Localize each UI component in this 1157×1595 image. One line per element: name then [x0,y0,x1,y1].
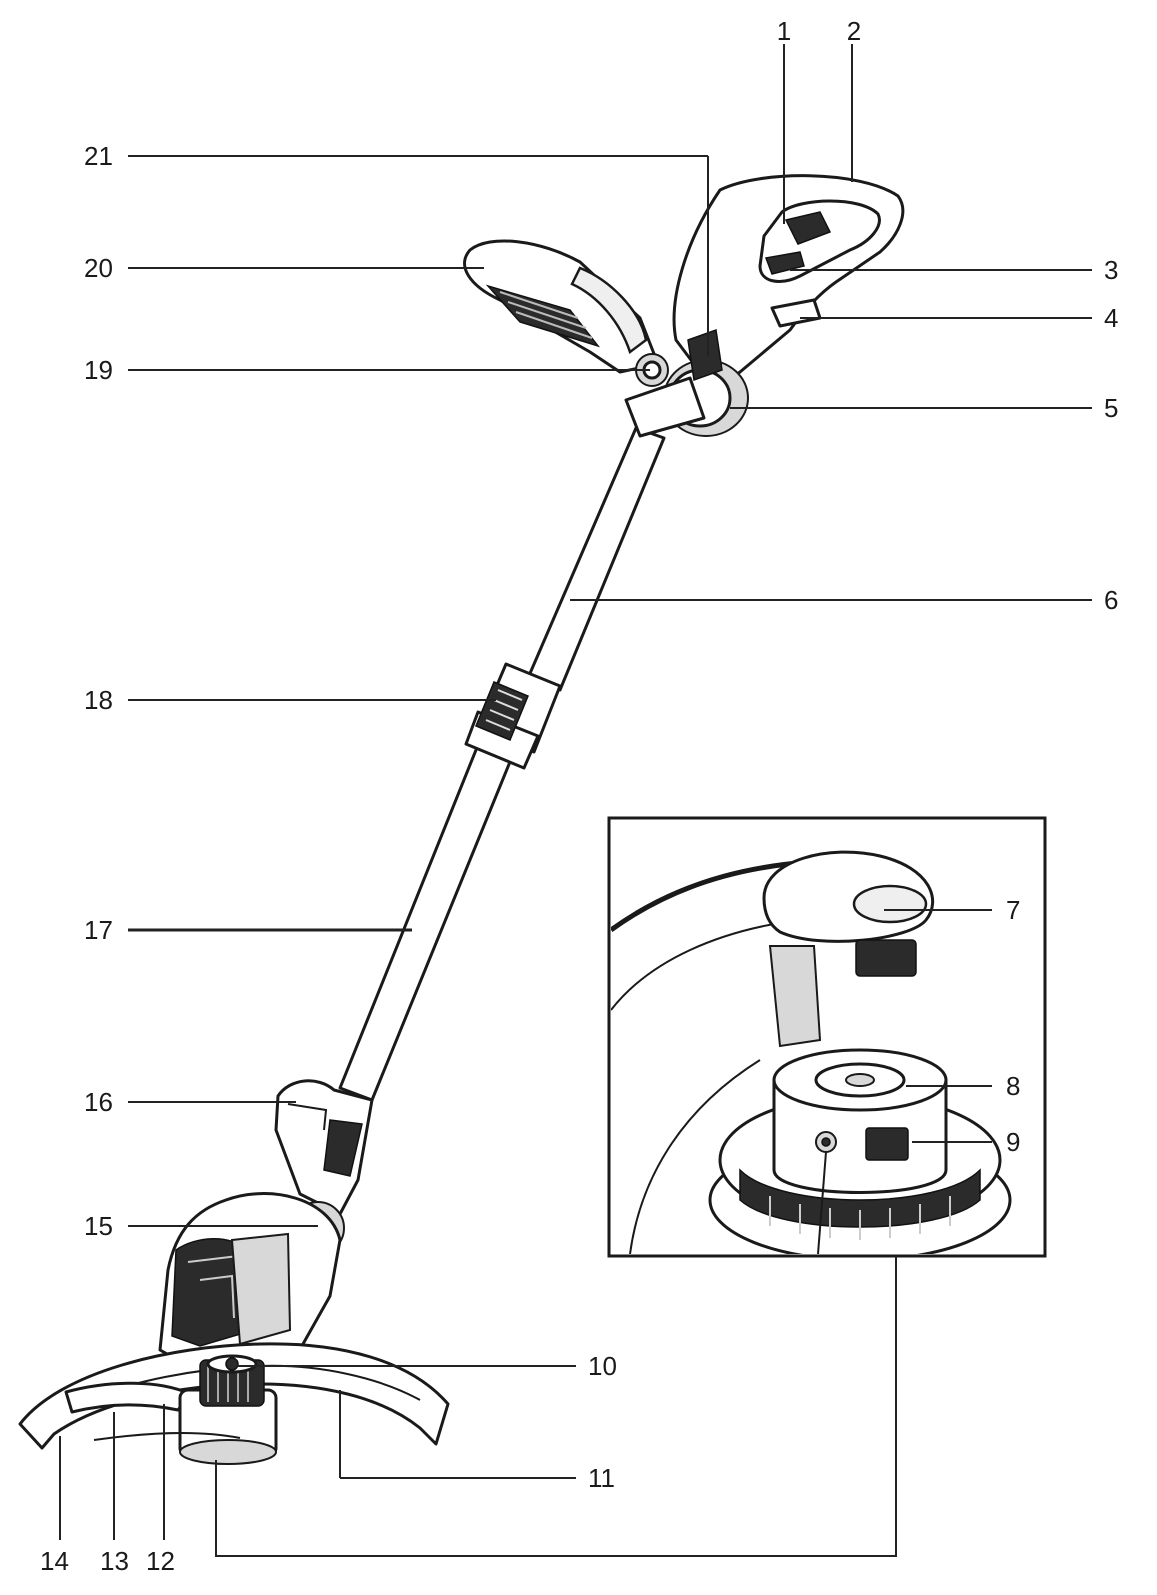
callout-17: 17 [84,915,113,945]
lower-housing [158,1079,374,1372]
callout-16: 16 [84,1087,113,1117]
callout-20: 20 [84,253,113,283]
callout-13: 13 [100,1546,129,1576]
callout-8: 8 [1006,1071,1020,1101]
callout-11: 11 [588,1463,615,1493]
callout-12: 12 [146,1546,175,1576]
callout-6: 6 [1104,585,1118,615]
callout-19: 19 [84,355,113,385]
callout-3: 3 [1104,255,1118,285]
callout-4: 4 [1104,303,1118,333]
callout-15: 15 [84,1211,113,1241]
spool-cover [178,1354,278,1465]
upper-tube [526,426,666,692]
handle-housing [624,174,905,438]
callout-1: 1 [777,16,791,46]
callout-labels: 1 2 3 4 5 6 7 8 9 10 11 12 13 14 15 16 1… [40,16,1118,1576]
callout-5: 5 [1104,393,1118,423]
inset-connector [215,1256,897,1557]
callout-14: 14 [40,1546,69,1576]
spool-detail-inset [215,816,1047,1557]
callout-18: 18 [84,685,113,715]
trimmer-illustration [18,174,905,1465]
callout-21: 21 [84,141,113,171]
callout-10: 10 [588,1351,617,1381]
callout-2: 2 [847,16,861,46]
auxiliary-handle [463,239,669,387]
callout-7: 7 [1006,895,1020,925]
lower-tube [338,738,516,1102]
height-adjust-collar [464,662,562,770]
leader-lines [59,44,1092,1540]
callout-9: 9 [1006,1127,1020,1157]
